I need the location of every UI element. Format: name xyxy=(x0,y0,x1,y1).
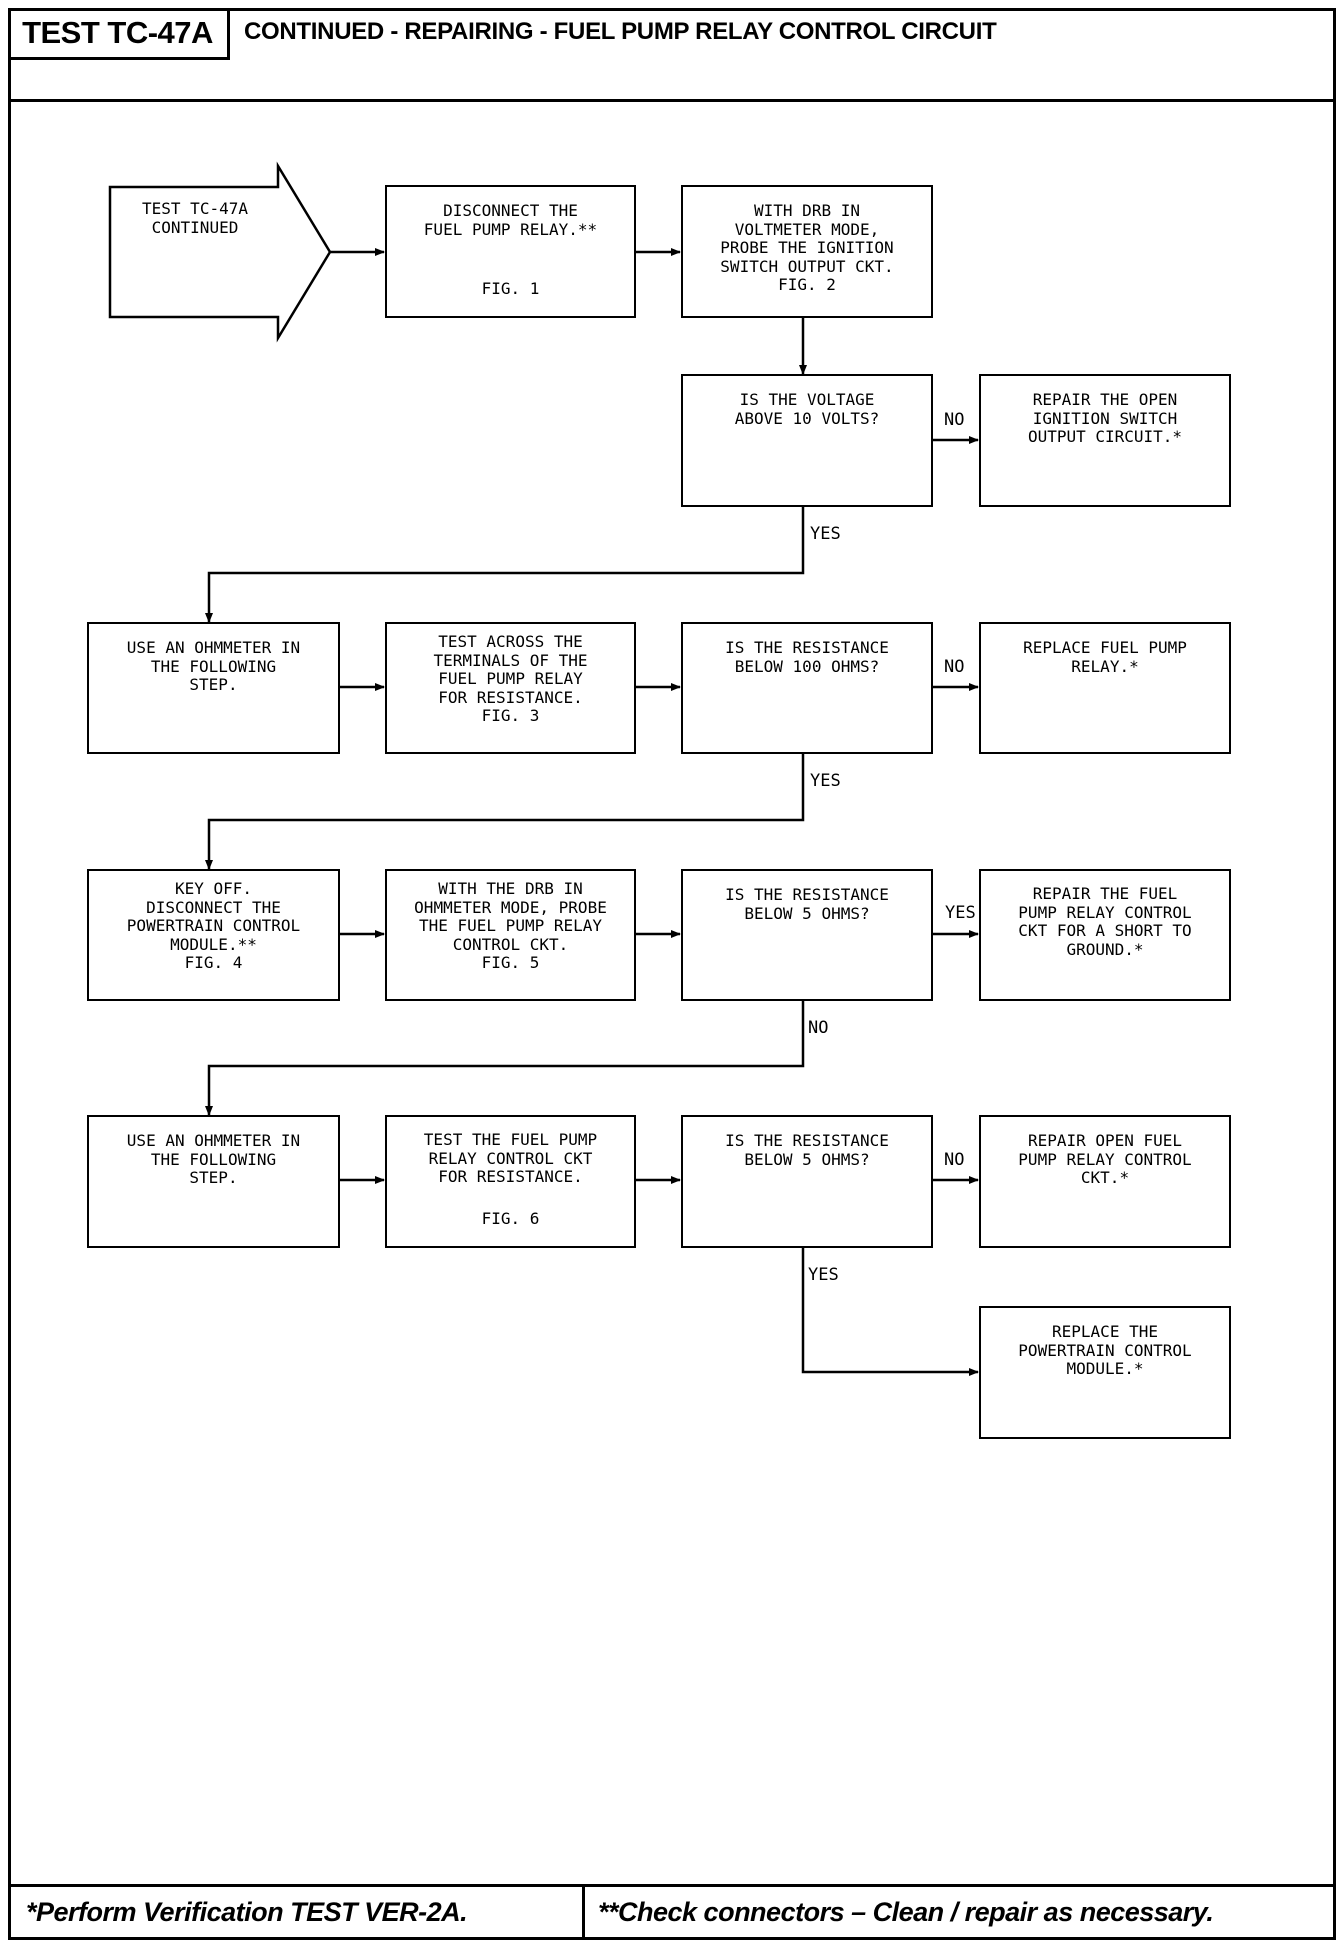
node-text: THE FUEL PUMP RELAY xyxy=(418,916,603,935)
node-text: FIG. 5 xyxy=(481,953,540,972)
edge-label-yes: YES xyxy=(810,771,841,791)
node-text: STEP. xyxy=(189,675,238,694)
node-text: FUEL PUMP RELAY xyxy=(438,669,583,688)
edge-label-yes: YES xyxy=(808,1265,839,1285)
node-probe-ignition: WITH DRB IN VOLTMETER MODE, PROBE THE IG… xyxy=(681,185,933,318)
node-voltage-question: IS THE VOLTAGE ABOVE 10 VOLTS? xyxy=(681,374,933,507)
diagram-frame xyxy=(8,8,1336,1940)
node-text: STEP. xyxy=(189,1168,238,1187)
node-text: USE AN OHMMETER IN xyxy=(126,638,301,657)
node-replace-relay: REPLACE FUEL PUMP RELAY.* xyxy=(979,622,1231,754)
edge-label-no: NO xyxy=(944,1150,965,1170)
node-text: TEST ACROSS THE xyxy=(438,632,583,651)
node-text: RELAY CONTROL CKT xyxy=(428,1148,593,1168)
node-text: RELAY.* xyxy=(1071,656,1139,676)
footnote-connectors: **Check connectors – Clean / repair as n… xyxy=(598,1897,1214,1927)
node-text: FIG. 3 xyxy=(481,706,540,725)
node-repair-ignition: REPAIR THE OPEN IGNITION SWITCH OUTPUT C… xyxy=(979,374,1231,507)
node-test-terminals: TEST ACROSS THE TERMINALS OF THE FUEL PU… xyxy=(385,622,636,754)
node-use-ohmmeter-1: USE AN OHMMETER IN THE FOLLOWING STEP. xyxy=(87,622,340,754)
node-text: IS THE RESISTANCE xyxy=(725,1131,889,1150)
node-disconnect-pcm: KEY OFF. DISCONNECT THE POWERTRAIN CONTR… xyxy=(87,869,340,1001)
edge-label-no: NO xyxy=(808,1018,829,1038)
node-text: PUMP RELAY CONTROL xyxy=(1018,902,1192,922)
header: TEST TC-47A CONTINUED - REPAIRING - FUEL… xyxy=(8,8,1336,102)
node-text: REPLACE THE xyxy=(1052,1322,1158,1341)
node-text: MODULE.* xyxy=(1066,1359,1144,1378)
footnote-verification: *Perform Verification TEST VER-2A. xyxy=(26,1897,468,1927)
node-text: OHMMETER MODE, PROBE xyxy=(414,897,607,917)
node-text: FIG. 2 xyxy=(778,275,836,294)
node-text: SWITCH OUTPUT CKT. xyxy=(720,256,894,276)
footer-divider xyxy=(582,1887,585,1940)
node-text: BELOW 5 OHMS? xyxy=(744,903,870,923)
node-text: REPLACE FUEL PUMP xyxy=(1023,638,1187,657)
node-text: IGNITION SWITCH xyxy=(1032,408,1178,428)
node-resistance-5a: IS THE RESISTANCE BELOW 5 OHMS? xyxy=(681,869,933,1001)
test-id: TEST TC-47A xyxy=(8,8,230,60)
node-text: REPAIR THE OPEN xyxy=(1032,390,1178,409)
node-text: WITH DRB IN xyxy=(754,201,860,220)
node-text: MODULE.** xyxy=(170,934,257,954)
node-text: TERMINALS OF THE xyxy=(433,650,588,670)
node-probe-control: WITH THE DRB IN OHMMETER MODE, PROBE THE… xyxy=(385,869,636,1001)
node-text: PUMP RELAY CONTROL xyxy=(1018,1149,1192,1169)
node-replace-pcm: REPLACE THE POWERTRAIN CONTROL MODULE.* xyxy=(979,1306,1231,1439)
node-text: GROUND.* xyxy=(1066,939,1144,959)
node-text: IS THE RESISTANCE xyxy=(725,885,889,904)
node-use-ohmmeter-2: USE AN OHMMETER IN THE FOLLOWING STEP. xyxy=(87,1115,340,1248)
node-text: BELOW 5 OHMS? xyxy=(744,1149,870,1169)
node-text: FUEL PUMP RELAY.** xyxy=(423,219,598,239)
node-text: FIG. 4 xyxy=(184,953,243,972)
node-text: KEY OFF. xyxy=(174,879,253,898)
node-text: BELOW 100 OHMS? xyxy=(734,656,880,676)
node-text: ABOVE 10 VOLTS? xyxy=(734,408,880,428)
node-text: VOLTMETER MODE, xyxy=(734,219,880,239)
node-text: FOR RESISTANCE. xyxy=(438,687,583,707)
edge-label-yes: YES xyxy=(810,524,841,544)
node-text: CKT FOR A SHORT TO xyxy=(1018,921,1192,940)
node-text: FOR RESISTANCE. xyxy=(438,1167,583,1186)
node-text: THE FOLLOWING xyxy=(150,656,277,676)
node-test-control: TEST THE FUEL PUMP RELAY CONTROL CKT FOR… xyxy=(385,1115,636,1248)
node-text: IS THE VOLTAGE xyxy=(739,390,875,409)
node-repair-open: REPAIR OPEN FUEL PUMP RELAY CONTROL CKT.… xyxy=(979,1115,1231,1248)
node-text: REPAIR OPEN FUEL xyxy=(1027,1131,1183,1150)
node-repair-short: REPAIR THE FUEL PUMP RELAY CONTROL CKT F… xyxy=(979,869,1231,1001)
edge-label-no: NO xyxy=(944,410,965,430)
start-line: CONTINUED xyxy=(151,217,239,237)
node-text: DISCONNECT THE xyxy=(146,897,281,917)
node-text: REPAIR THE FUEL xyxy=(1032,884,1178,903)
node-text: CONTROL CKT. xyxy=(452,934,569,954)
figure-ref: FIG. 1 xyxy=(481,278,540,298)
node-text: PROBE THE IGNITION xyxy=(720,238,894,257)
start-line: TEST TC-47A xyxy=(142,199,248,218)
node-text: USE AN OHMMETER IN xyxy=(126,1131,301,1150)
node-text: TEST THE FUEL PUMP xyxy=(423,1130,598,1149)
node-resistance-5b: IS THE RESISTANCE BELOW 5 OHMS? xyxy=(681,1115,933,1248)
node-text: DISCONNECT THE xyxy=(443,201,578,220)
start-node: TEST TC-47A CONTINUED xyxy=(120,199,270,237)
edge-res5b-yes xyxy=(801,1246,979,1376)
node-text: CKT.* xyxy=(1080,1168,1130,1187)
figure-ref: FIG. 6 xyxy=(481,1208,540,1228)
page-title: CONTINUED - REPAIRING - FUEL PUMP RELAY … xyxy=(244,18,997,45)
edge-res100-yes xyxy=(205,753,805,870)
node-text: OUTPUT CIRCUIT.* xyxy=(1027,427,1183,446)
edge-res5a-no xyxy=(205,999,805,1116)
node-text: WITH THE DRB IN xyxy=(438,879,583,898)
node-text: IS THE RESISTANCE xyxy=(725,638,889,657)
node-text: POWERTRAIN CONTROL xyxy=(126,916,301,935)
node-resistance-100: IS THE RESISTANCE BELOW 100 OHMS? xyxy=(681,622,933,754)
node-text: THE FOLLOWING xyxy=(150,1149,277,1169)
node-disconnect-relay: DISCONNECT THE FUEL PUMP RELAY.** FIG. 1 xyxy=(385,185,636,318)
footer: *Perform Verification TEST VER-2A. **Che… xyxy=(8,1884,1336,1940)
start-arrow-shape xyxy=(108,161,332,343)
edge-label-no: NO xyxy=(944,657,965,677)
edge-voltage-yes xyxy=(205,507,805,623)
edge-label-yes: YES xyxy=(945,903,976,923)
node-text: POWERTRAIN CONTROL xyxy=(1018,1340,1192,1360)
